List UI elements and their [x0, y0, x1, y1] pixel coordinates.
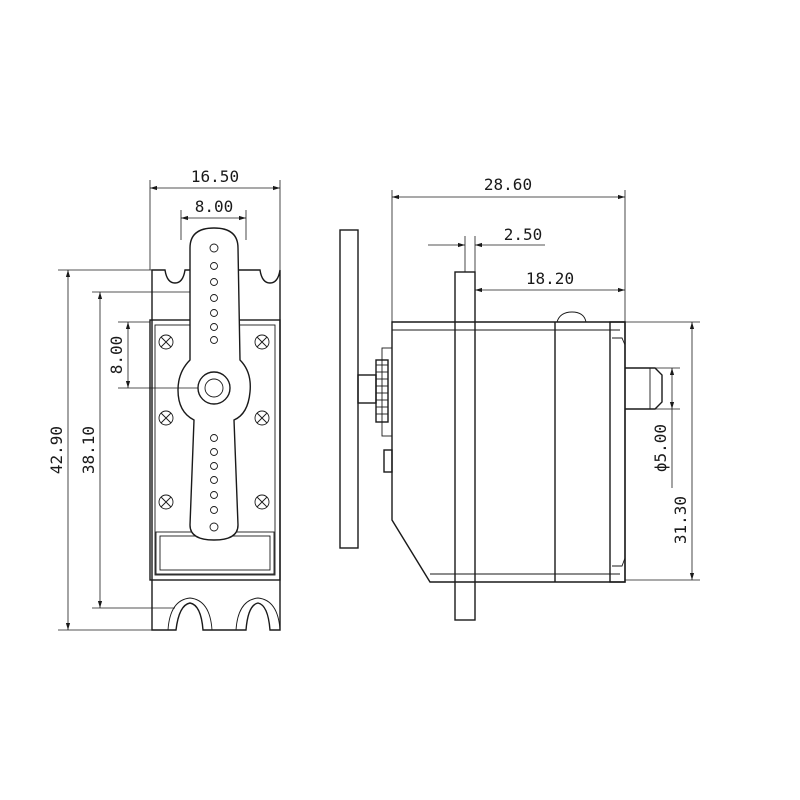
- screw-icon: [254, 494, 270, 510]
- front-screws: [158, 334, 270, 510]
- front-lower-slot-left: [167, 597, 213, 631]
- dim-side-body-length: 18.20: [526, 269, 574, 288]
- screw-icon: [254, 334, 270, 350]
- side-rear-cap: [609, 321, 626, 583]
- side-view: 28.60 2.50 18.20 ϕ5.00 31.30: [339, 175, 700, 621]
- dim-front-overall-height: 42.90: [47, 426, 66, 474]
- front-mount-flange: [151, 269, 281, 631]
- dim-front-horn-offset: 8.00: [107, 336, 126, 375]
- dim-side-flange-thickness: 2.50: [504, 225, 543, 244]
- side-mount-flange: [454, 271, 476, 621]
- dim-front-overall-width: 16.50: [191, 167, 239, 186]
- front-output-shaft-inner: [204, 378, 224, 398]
- dim-front-mount-height: 38.10: [79, 426, 98, 474]
- side-case-body: [391, 321, 626, 583]
- dim-side-overall-length: 28.60: [484, 175, 532, 194]
- front-view: 16.50 8.00 42.90 38.10 8.00: [47, 167, 281, 631]
- dim-side-shaft-diameter: ϕ5.00: [651, 424, 670, 472]
- screw-icon: [158, 410, 174, 426]
- front-horn-holes: [209, 243, 219, 532]
- side-cable-exit: [383, 449, 393, 473]
- dim-side-body-height: 31.30: [671, 496, 690, 544]
- screw-icon: [158, 334, 174, 350]
- side-rear-shaft: [625, 367, 663, 410]
- side-top-cap: [556, 311, 587, 323]
- screw-icon: [158, 494, 174, 510]
- front-lower-slot-right: [235, 597, 281, 631]
- side-servo-horn: [339, 229, 359, 549]
- dim-front-horn-width: 8.00: [195, 197, 234, 216]
- side-horn-hub: [357, 374, 377, 404]
- screw-icon: [254, 410, 270, 426]
- side-top-boss: [381, 347, 393, 437]
- front-servo-horn: [177, 227, 251, 541]
- front-bottom-plate-inner: [159, 535, 271, 571]
